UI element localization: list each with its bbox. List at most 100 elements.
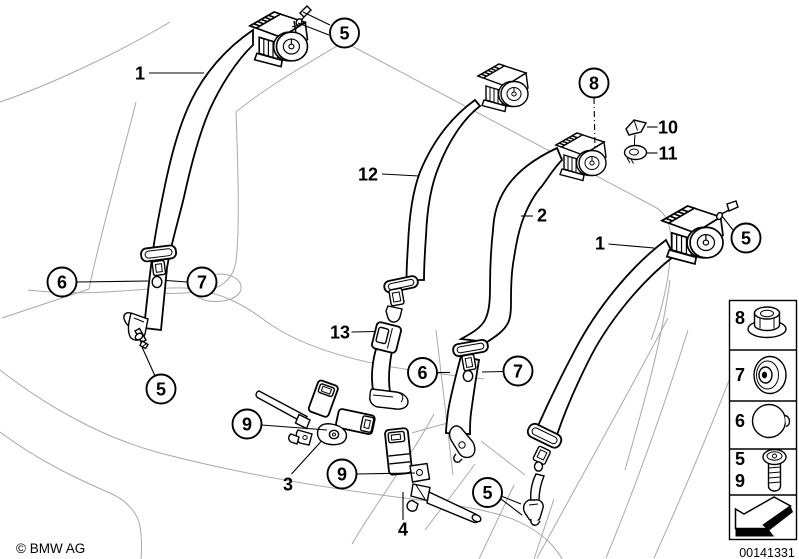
callout-p1-left[interactable]: 1 bbox=[135, 64, 204, 84]
callout-number[interactable]: 12 bbox=[358, 165, 378, 185]
callout-circle[interactable] bbox=[145, 373, 177, 405]
belt-retractor bbox=[661, 205, 724, 265]
callout-circle[interactable] bbox=[186, 266, 218, 298]
callout-leader-line bbox=[381, 173, 420, 177]
legend-label-8[interactable]: 8 bbox=[735, 308, 745, 328]
callout-leader-line bbox=[356, 472, 416, 475]
grommet-icon bbox=[753, 355, 787, 395]
callout-number[interactable]: 11 bbox=[658, 144, 677, 164]
lower-strap bbox=[530, 473, 545, 503]
callout-leader-line bbox=[351, 330, 376, 333]
callout-p2[interactable]: 2 bbox=[521, 206, 547, 226]
callout-c7-left[interactable]: 7 bbox=[165, 266, 218, 298]
callout-leader-line bbox=[302, 11, 331, 26]
callout-circle[interactable] bbox=[326, 458, 358, 490]
callout-number[interactable]: 13 bbox=[330, 323, 350, 343]
center-belt-assembly bbox=[383, 63, 529, 323]
legend-label-9[interactable]: 9 bbox=[735, 471, 745, 491]
floor-anchor-bracket bbox=[448, 425, 476, 463]
callout-number[interactable]: 1 bbox=[595, 234, 605, 254]
callout-c6-left[interactable]: 6 bbox=[46, 266, 149, 298]
legend-label-5[interactable]: 5 bbox=[735, 449, 745, 469]
anchor-rod bbox=[410, 483, 482, 524]
callout-p11[interactable]: 11 bbox=[647, 144, 678, 164]
callout-number[interactable]: 10 bbox=[658, 118, 678, 138]
callout-c6-mid[interactable]: 6 bbox=[407, 357, 450, 388]
belt-latch-plate bbox=[383, 275, 419, 323]
callout-number[interactable]: 9 bbox=[242, 415, 252, 435]
strap-end-bracket bbox=[369, 388, 409, 410]
copyright-text: © BMW AG bbox=[16, 541, 85, 556]
callout-c9-upper[interactable]: 9 bbox=[231, 408, 328, 440]
callout-leader-line bbox=[608, 243, 655, 249]
callout-leader-line bbox=[500, 495, 522, 505]
callout-circle[interactable] bbox=[46, 266, 78, 298]
buckle-upright bbox=[307, 379, 339, 418]
torx-screw-icon bbox=[762, 448, 787, 492]
belt-retractor bbox=[477, 63, 529, 113]
callout-circle[interactable] bbox=[472, 477, 503, 508]
drawing-number: 00141331 bbox=[739, 546, 795, 559]
callout-p13[interactable]: 13 bbox=[330, 323, 376, 343]
callout-circle[interactable] bbox=[502, 355, 534, 387]
callout-p3[interactable]: 3 bbox=[283, 440, 322, 495]
belt-anchor-hole bbox=[462, 369, 474, 383]
callout-c8[interactable]: 8 bbox=[578, 67, 610, 151]
callout-number[interactable]: 5 bbox=[482, 483, 492, 503]
callout-leader-line bbox=[76, 280, 149, 283]
callout-number[interactable]: 7 bbox=[197, 273, 207, 293]
callout-number[interactable]: 5 bbox=[156, 380, 166, 400]
buckle-strap bbox=[371, 348, 394, 394]
callout-number[interactable]: 5 bbox=[339, 24, 349, 44]
callout-circle[interactable] bbox=[231, 408, 263, 440]
callout-number[interactable]: 5 bbox=[741, 229, 751, 249]
callout-leader-line bbox=[297, 22, 330, 36]
callout-circle[interactable] bbox=[407, 357, 438, 388]
callout-c5-bottom[interactable]: 5 bbox=[472, 477, 523, 516]
callout-number[interactable]: 8 bbox=[589, 74, 599, 94]
callout-number[interactable]: 6 bbox=[57, 273, 67, 293]
callout-p12[interactable]: 12 bbox=[358, 165, 420, 185]
callout-leader-line bbox=[721, 215, 734, 231]
callout-leader-line bbox=[291, 440, 322, 475]
buckle-13-assembly bbox=[369, 321, 409, 410]
legend-label-7[interactable]: 7 bbox=[735, 365, 745, 385]
cover-cap-part-10 bbox=[625, 119, 648, 142]
callout-p10[interactable]: 10 bbox=[647, 118, 678, 138]
callout-c5-right[interactable]: 5 bbox=[721, 215, 762, 254]
belt-webbing bbox=[535, 238, 676, 437]
callout-c5-top[interactable]: 5 bbox=[297, 11, 360, 49]
legend-label-6[interactable]: 6 bbox=[735, 411, 745, 431]
callout-number[interactable]: 9 bbox=[337, 465, 347, 485]
latch-tongue bbox=[385, 305, 403, 323]
callout-leader-line bbox=[593, 97, 596, 151]
callout-circle[interactable] bbox=[730, 222, 762, 254]
callout-p1-right[interactable]: 1 bbox=[595, 234, 655, 254]
callout-number[interactable]: 3 bbox=[283, 475, 293, 495]
callout-c7-mid[interactable]: 7 bbox=[481, 355, 534, 387]
callout-number[interactable]: 6 bbox=[417, 363, 427, 383]
callout-number[interactable]: 4 bbox=[398, 520, 408, 540]
belt-latch-plate bbox=[140, 244, 177, 277]
callout-number[interactable]: 2 bbox=[537, 206, 547, 226]
callout-circle[interactable] bbox=[578, 67, 610, 99]
callout-circle[interactable] bbox=[329, 17, 360, 49]
callout-number[interactable]: 1 bbox=[135, 64, 145, 84]
buckle-body bbox=[371, 321, 402, 354]
belt-retractor bbox=[555, 132, 607, 182]
callout-c9-lower[interactable]: 9 bbox=[326, 458, 416, 490]
callout-leader-line bbox=[141, 346, 156, 377]
callout-c5-left[interactable]: 5 bbox=[141, 346, 177, 405]
callout-p4[interactable]: 4 bbox=[398, 492, 408, 540]
seat-outline-sketch bbox=[0, 21, 738, 559]
callout-number[interactable]: 7 bbox=[513, 362, 523, 382]
retractor-mount-bolt bbox=[715, 200, 739, 221]
anchor-plate bbox=[409, 462, 431, 483]
anchor-rod bbox=[255, 390, 309, 424]
rear-belt-left-assembly bbox=[123, 5, 312, 350]
direction-arrow-icon bbox=[734, 496, 793, 537]
center-buckle-right-assembly bbox=[384, 427, 482, 524]
